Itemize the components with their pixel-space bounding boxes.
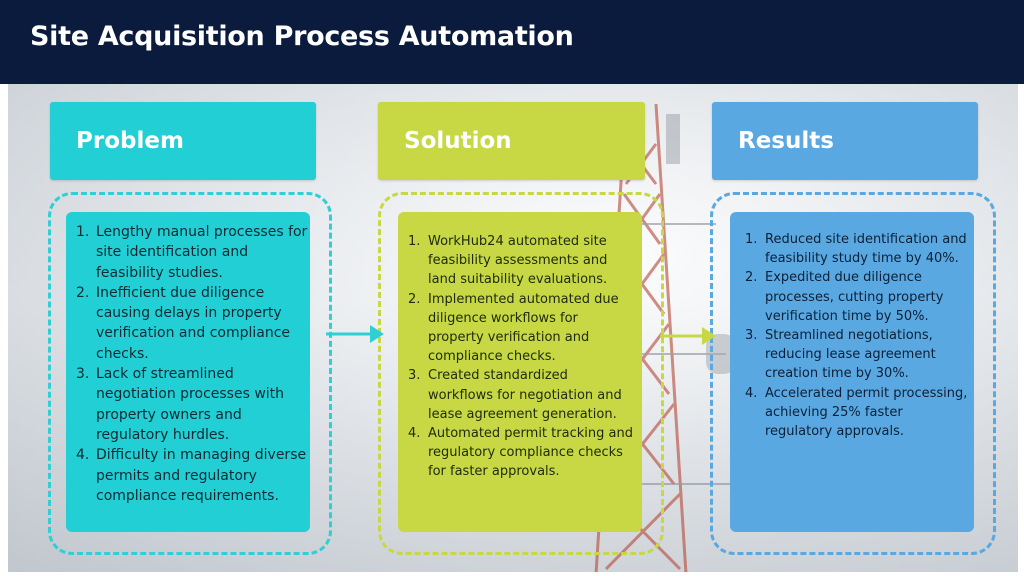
- background-stage: Problem Solution Results 1.Lengthy manua…: [8, 84, 1018, 572]
- arrow-right-icon: [326, 325, 384, 343]
- results-list: 1.Reduced site identification and feasib…: [745, 230, 969, 441]
- list-item: 1.Lengthy manual processes for site iden…: [76, 224, 308, 281]
- problem-frame: [48, 192, 332, 555]
- list-item: 2.Inefficient due diligence causing dela…: [76, 284, 291, 362]
- list-item: 3.Streamlined negotiations, reducing lea…: [745, 328, 936, 382]
- list-item: 4.Difficulty in managing diverse permits…: [76, 447, 307, 504]
- results-header: Results: [712, 102, 978, 180]
- list-item: 2.Implemented automated due diligence wo…: [408, 291, 619, 365]
- header-bar: Site Acquisition Process Automation: [0, 0, 1024, 84]
- list-item: 3.Created standardized workflows for neg…: [408, 368, 622, 422]
- solution-frame: [378, 192, 664, 555]
- problem-header: Problem: [50, 102, 316, 180]
- solution-header: Solution: [378, 102, 645, 180]
- problem-heading: Problem: [76, 128, 184, 154]
- list-item: 2.Expedited due diligence processes, cut…: [745, 270, 944, 324]
- list-item: 4.Accelerated permit processing, achievi…: [745, 385, 968, 440]
- solution-list: 1.WorkHub24 automated site feasibility a…: [408, 232, 636, 482]
- list-item: 1.WorkHub24 automated site feasibility a…: [408, 234, 608, 288]
- results-frame: [710, 192, 996, 555]
- problem-list: 1.Lengthy manual processes for site iden…: [76, 222, 310, 506]
- problem-content: 1.Lengthy manual processes for site iden…: [66, 212, 310, 532]
- list-item: 1.Reduced site identification and feasib…: [745, 232, 967, 267]
- results-content: 1.Reduced site identification and feasib…: [730, 212, 974, 532]
- solution-content: 1.WorkHub24 automated site feasibility a…: [398, 212, 642, 532]
- results-heading: Results: [738, 128, 834, 154]
- list-item: 4.Automated permit tracking and regulato…: [408, 426, 633, 480]
- arrow-right-icon: [660, 327, 716, 345]
- solution-heading: Solution: [404, 128, 512, 154]
- page-title: Site Acquisition Process Automation: [30, 21, 574, 52]
- list-item: 3.Lack of streamlined negotiation proces…: [76, 366, 285, 443]
